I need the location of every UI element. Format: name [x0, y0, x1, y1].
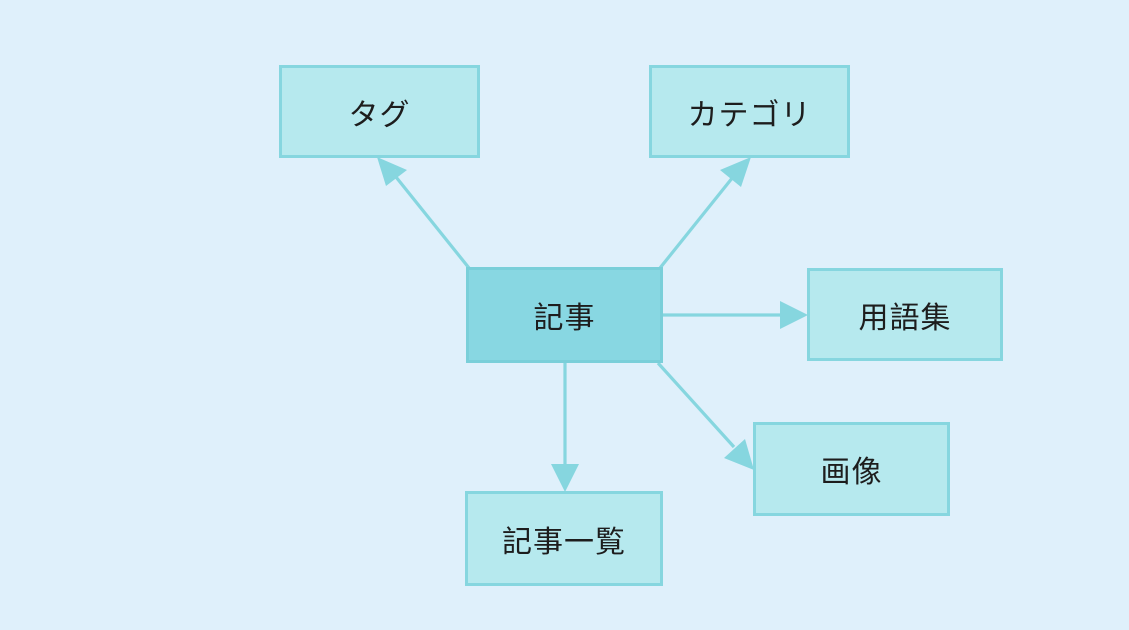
node-category-label: カテゴリ: [687, 97, 812, 133]
arrowhead-image: [724, 439, 754, 470]
arrowhead-glossary: [780, 301, 808, 329]
node-article-list-label: 記事一覧: [502, 524, 626, 560]
node-article: 記事: [466, 267, 663, 363]
edge-article-to-tag: [394, 175, 471, 270]
node-article-list: 記事一覧: [465, 491, 663, 586]
node-glossary-label: 用語集: [858, 300, 952, 336]
node-glossary: 用語集: [807, 268, 1003, 361]
node-category: カテゴリ: [649, 65, 850, 158]
arrowhead-tag: [377, 157, 407, 186]
arrowhead-category: [720, 157, 751, 187]
edge-article-to-image: [656, 361, 736, 449]
node-image-label: 画像: [820, 455, 883, 490]
node-article-label: 記事: [533, 301, 596, 336]
edge-article-to-category: [658, 175, 735, 270]
node-image: 画像: [753, 422, 950, 516]
node-tag-label: タグ: [348, 97, 411, 133]
node-tag: タグ: [279, 65, 480, 158]
arrowhead-article-list: [551, 464, 579, 492]
